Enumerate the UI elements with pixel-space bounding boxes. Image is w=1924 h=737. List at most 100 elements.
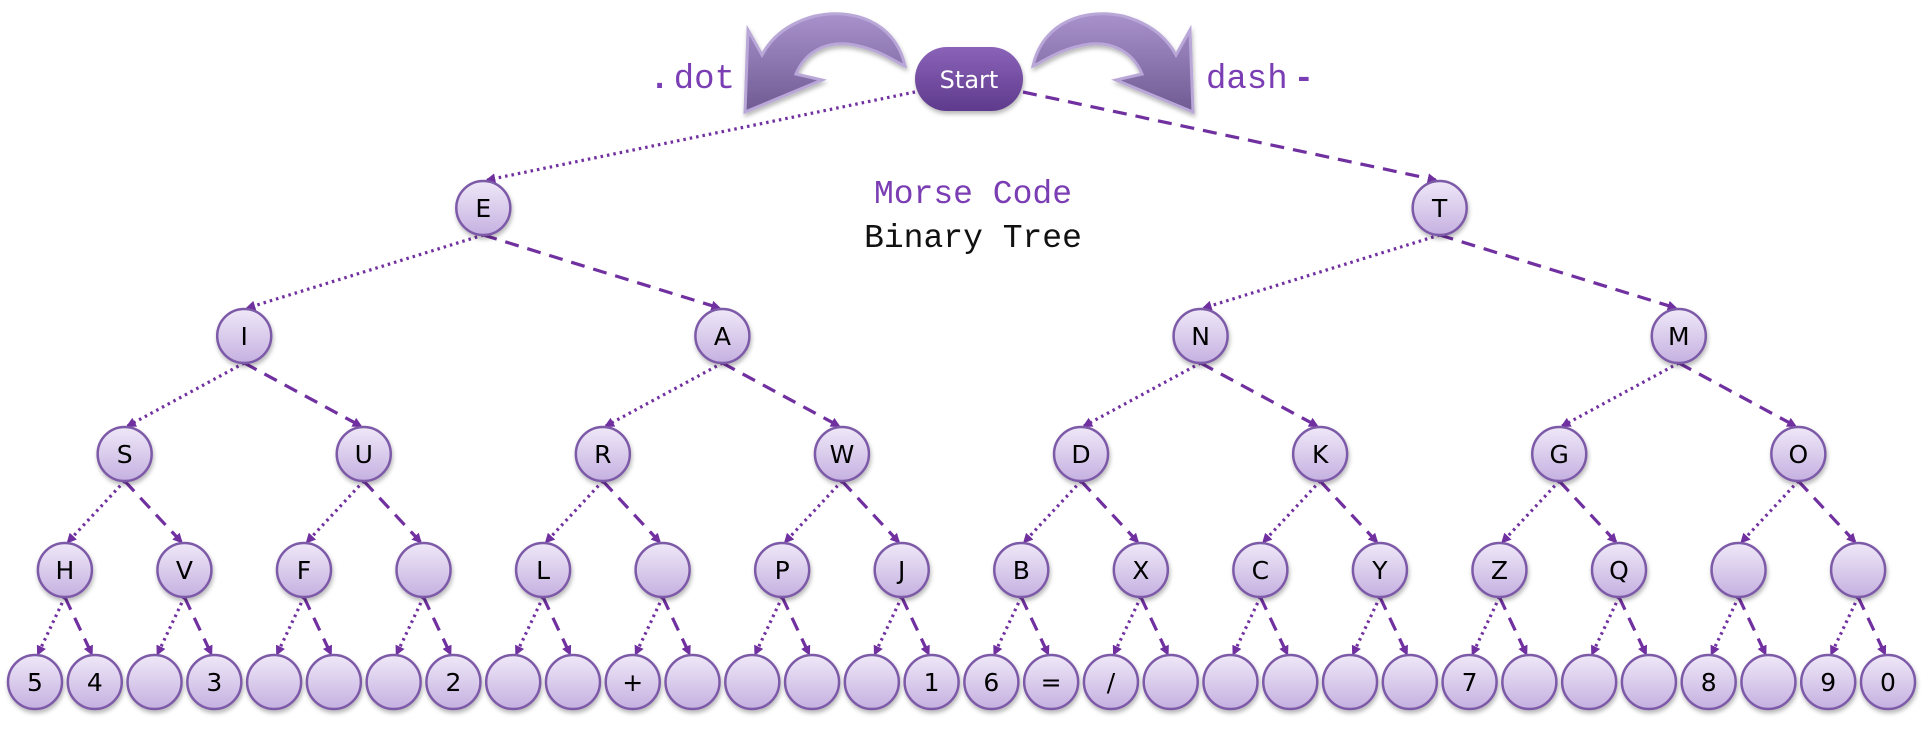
tree-node-e[interactable]: E: [455, 179, 512, 237]
tree-node-l[interactable]: L: [514, 541, 572, 599]
node-circle: [783, 653, 841, 711]
tree-node-empty[interactable]: [1829, 541, 1887, 599]
tree-node-empty[interactable]: [1620, 653, 1678, 711]
node-circle: [574, 425, 632, 483]
dot-edge: [1351, 596, 1382, 656]
tree-node-q[interactable]: Q: [1590, 541, 1648, 599]
dash-edge: [661, 596, 691, 656]
tree-node-%2b[interactable]: +: [604, 653, 661, 711]
node-circle: [1052, 425, 1110, 483]
tree-node-2[interactable]: 2: [425, 653, 482, 711]
tree-node-w[interactable]: W: [813, 425, 871, 483]
tree-node-empty[interactable]: [245, 653, 303, 711]
tree-node-c[interactable]: C: [1232, 541, 1289, 599]
dot-edge: [1740, 479, 1800, 544]
tree-node-empty[interactable]: [126, 653, 183, 711]
tree-node-empty[interactable]: [305, 653, 363, 711]
tree-node-a[interactable]: A: [694, 307, 751, 365]
node-label: E: [475, 194, 491, 223]
tree-node-5[interactable]: 5: [6, 653, 64, 711]
tree-node-z[interactable]: Z: [1471, 541, 1528, 599]
tree-node-%2f[interactable]: /: [1082, 653, 1140, 711]
tree-node-empty[interactable]: [664, 653, 721, 711]
tree-node-v[interactable]: V: [156, 541, 213, 599]
node-circle: [96, 425, 153, 483]
tree-node-m[interactable]: M: [1650, 307, 1708, 365]
tree-node-6[interactable]: 6: [963, 653, 1020, 711]
dash-edge: [63, 596, 94, 656]
tree-node-g[interactable]: G: [1530, 425, 1588, 483]
tree-node-empty[interactable]: [365, 653, 422, 711]
node-circle: [1799, 653, 1857, 711]
start-pill: [915, 47, 1023, 111]
dash-edge: [1558, 479, 1618, 544]
tree-node-empty[interactable]: [1262, 653, 1319, 711]
dash-edge: [1079, 479, 1140, 544]
tree-node-empty[interactable]: [783, 653, 841, 711]
tree-node-j[interactable]: J: [873, 541, 930, 599]
dot-edge: [1471, 596, 1501, 656]
node-label: H: [55, 556, 74, 585]
dash-edge: [601, 479, 661, 544]
tree-node-3[interactable]: 3: [186, 653, 243, 711]
tree-node-empty[interactable]: [1560, 653, 1618, 711]
tree-node-x[interactable]: X: [1112, 541, 1170, 599]
dot-edge: [1232, 596, 1262, 656]
tree-node-h[interactable]: H: [36, 541, 94, 599]
tree-node-i[interactable]: I: [215, 307, 273, 365]
tree-node-y[interactable]: Y: [1351, 541, 1409, 599]
tree-node-s[interactable]: S: [96, 425, 153, 483]
tree-node-f[interactable]: F: [275, 541, 333, 599]
tree-node-k[interactable]: K: [1291, 425, 1349, 483]
node-circle: [1351, 541, 1409, 599]
tree-node-empty[interactable]: [395, 541, 452, 599]
dash-edge: [721, 361, 841, 428]
tree-node-empty[interactable]: [843, 653, 901, 711]
node-label: K: [1312, 440, 1329, 469]
node-label: S: [117, 440, 133, 469]
tree-node-t[interactable]: T: [1411, 179, 1468, 237]
dot-edge: [1590, 596, 1621, 656]
tree-node-r[interactable]: R: [574, 425, 632, 483]
tree-node-4[interactable]: 4: [66, 653, 124, 711]
tree-node-empty[interactable]: [1321, 653, 1379, 711]
tree-node-empty[interactable]: [1501, 653, 1558, 711]
node-circle: [1112, 541, 1170, 599]
node-label: /: [1107, 668, 1116, 697]
tree-node-9[interactable]: 9: [1799, 653, 1857, 711]
dash-edge: [1019, 596, 1050, 656]
tree-node-8[interactable]: 8: [1680, 653, 1737, 711]
tree-node-p[interactable]: P: [753, 541, 811, 599]
node-label: C: [1252, 556, 1269, 585]
tree-node-d[interactable]: D: [1052, 425, 1110, 483]
tree-node-b[interactable]: B: [993, 541, 1050, 599]
tree-node-empty[interactable]: [544, 653, 602, 711]
tree-node-o[interactable]: O: [1770, 425, 1827, 483]
tree-node-empty[interactable]: [484, 653, 542, 711]
node-circle: [335, 425, 393, 483]
tree-node-empty[interactable]: [634, 541, 691, 599]
tree-node-7[interactable]: 7: [1441, 653, 1498, 711]
tree-node-u[interactable]: U: [335, 425, 393, 483]
node-circle: [6, 653, 64, 711]
node-circle: [963, 653, 1020, 711]
start-node[interactable]: Start: [915, 47, 1023, 111]
node-label: Q: [1609, 556, 1629, 585]
tree-node-n[interactable]: N: [1172, 307, 1229, 365]
tree-node-empty[interactable]: [1381, 653, 1439, 711]
tree-node-empty[interactable]: [1202, 653, 1259, 711]
tree-node-empty[interactable]: [724, 653, 781, 711]
node-label: 6: [983, 668, 999, 697]
node-circle: [1620, 653, 1678, 711]
tree-node-%3d[interactable]: =: [1022, 653, 1080, 711]
dash-edge: [182, 596, 213, 656]
node-circle: [1471, 541, 1528, 599]
tree-node-0[interactable]: 0: [1859, 653, 1917, 711]
dot-edge: [783, 479, 844, 544]
tree-node-empty[interactable]: [1142, 653, 1199, 711]
tree-node-empty[interactable]: [1740, 653, 1797, 711]
tree-node-empty[interactable]: [1710, 541, 1767, 599]
title-line2: Binary Tree: [864, 220, 1082, 257]
tree-node-1[interactable]: 1: [903, 653, 960, 711]
